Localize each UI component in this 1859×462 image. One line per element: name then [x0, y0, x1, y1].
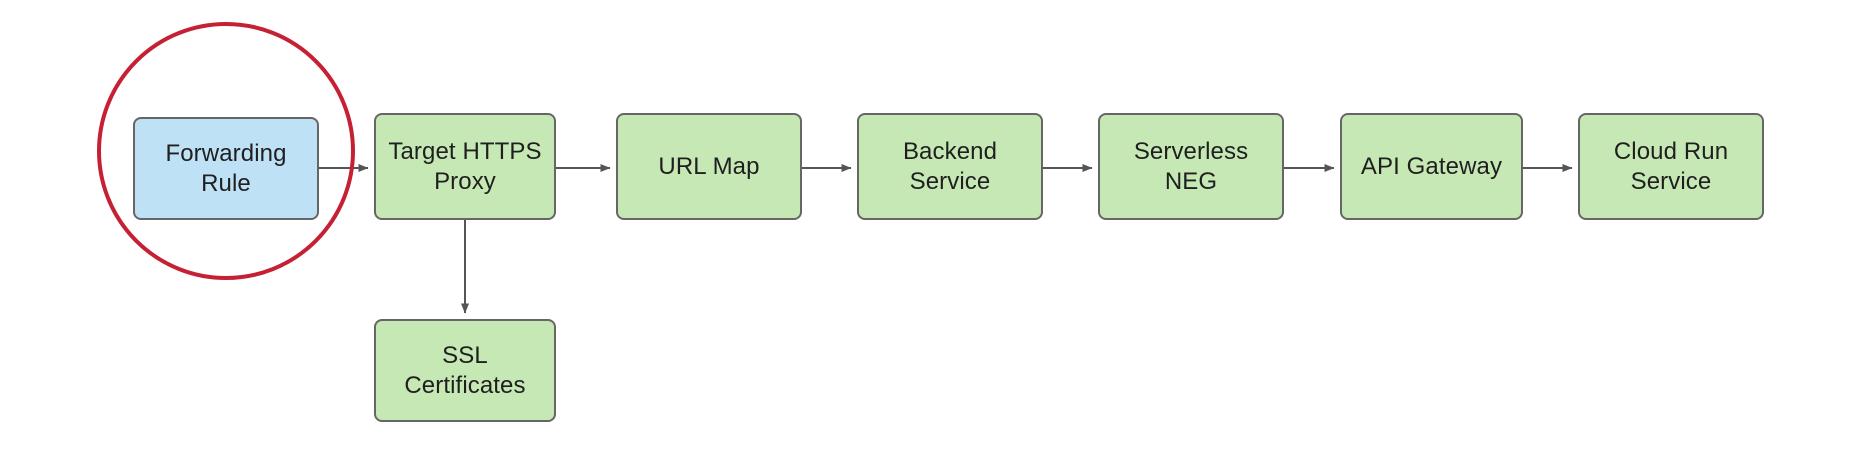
node-cloud-run-service[interactable]: Cloud Run Service	[1578, 113, 1764, 220]
node-url-map[interactable]: URL Map	[616, 113, 802, 220]
node-target-https-proxy[interactable]: Target HTTPS Proxy	[374, 113, 556, 220]
node-backend-service[interactable]: Backend Service	[857, 113, 1043, 220]
forwarding-rule-highlight-circle	[97, 22, 355, 280]
node-api-gateway[interactable]: API Gateway	[1340, 113, 1523, 220]
node-serverless-neg[interactable]: Serverless NEG	[1098, 113, 1284, 220]
node-ssl-certificates[interactable]: SSL Certificates	[374, 319, 556, 422]
node-forwarding-rule[interactable]: Forwarding Rule	[133, 117, 319, 220]
